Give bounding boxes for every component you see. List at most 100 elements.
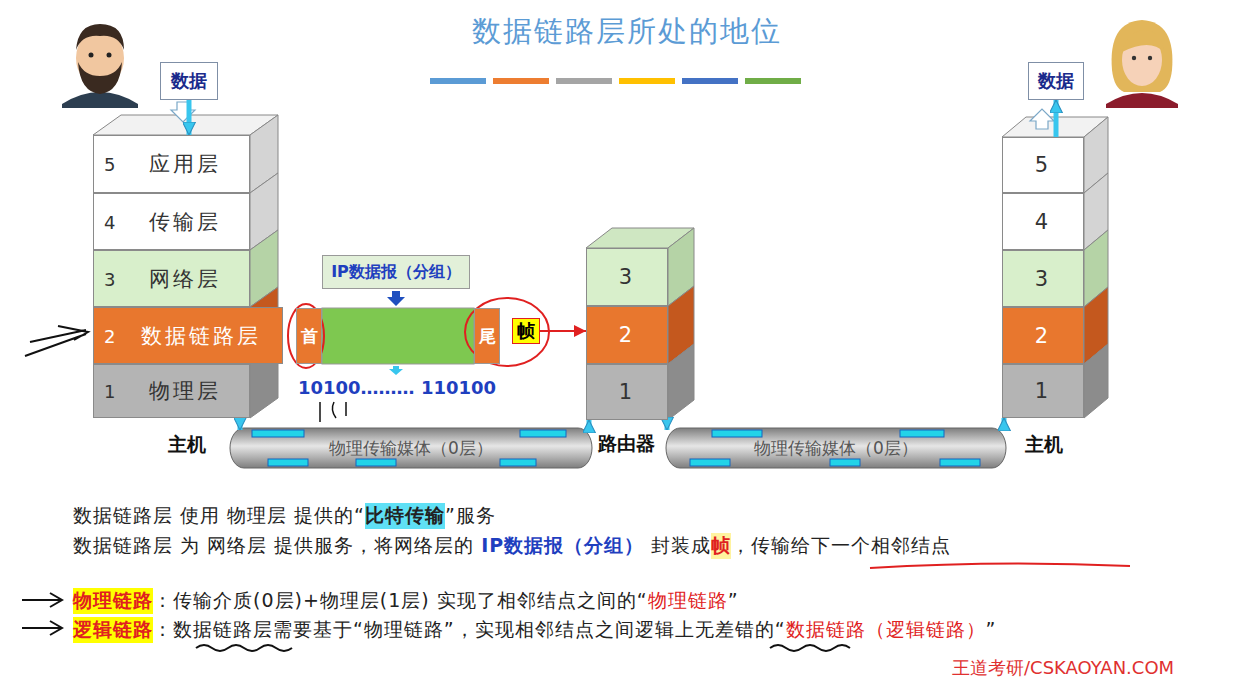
bit-signal-block bbox=[356, 459, 396, 466]
bit-signal-block bbox=[252, 430, 304, 437]
note-text: 比特传输 bbox=[365, 503, 445, 529]
note-text: 帧 bbox=[711, 533, 731, 559]
man-avatar bbox=[76, 24, 124, 50]
bit-string: 10100……… 110100 bbox=[298, 377, 496, 398]
host-stack-3d-faces bbox=[1002, 117, 1108, 418]
bit-signal-block bbox=[268, 459, 308, 466]
note-text: IP数据报（分组） bbox=[481, 533, 644, 559]
host-label: 主机 bbox=[168, 432, 206, 458]
flow-arrow bbox=[187, 100, 192, 135]
node-label: 2 bbox=[619, 323, 635, 347]
flow-arrow bbox=[1054, 100, 1059, 137]
flow-arrow bbox=[1002, 418, 1007, 430]
node-label: 帧 bbox=[517, 319, 535, 343]
note-line: 物理链路：传输介质(0层)+物理层(1层) 实现了相邻结点之间的“物理链路” bbox=[73, 588, 738, 614]
node-label: 应用层 bbox=[123, 150, 221, 178]
title-color-bar bbox=[430, 78, 486, 84]
note-text: ” bbox=[986, 618, 997, 640]
flow-arrow bbox=[238, 418, 243, 430]
node-label: 首 bbox=[301, 325, 318, 348]
node-label: 数据 bbox=[1038, 69, 1074, 93]
title-color-bar bbox=[430, 78, 801, 84]
bracket-mark bbox=[320, 402, 346, 422]
note-text: 物理链路 bbox=[648, 588, 728, 614]
man-avatar bbox=[62, 24, 138, 108]
node-label: 4 bbox=[1035, 210, 1051, 234]
data-box: 数据 bbox=[1028, 62, 1084, 100]
hand-annotation bbox=[196, 645, 292, 651]
man-avatar bbox=[78, 62, 122, 94]
datagram-box: IP数据报（分组） bbox=[322, 255, 470, 289]
transmission-medium: 物理传输媒体（0层） bbox=[666, 430, 1006, 466]
transmission-medium: 物理传输媒体（0层） bbox=[230, 430, 592, 466]
flow-arrow bbox=[587, 420, 592, 430]
woman-avatar bbox=[1106, 20, 1178, 108]
note-text: 数据链路（逻辑链路） bbox=[786, 617, 986, 643]
man-avatar bbox=[107, 53, 112, 58]
layer-number: 4 bbox=[104, 211, 115, 232]
hand-annotation bbox=[22, 326, 850, 651]
router-label: 路由器 bbox=[598, 431, 655, 457]
frame-header-trailer: 首 bbox=[296, 308, 322, 364]
woman-avatar bbox=[1148, 56, 1152, 60]
man-avatar bbox=[89, 53, 94, 58]
flow-arrow bbox=[665, 420, 670, 430]
title-color-bar bbox=[619, 78, 675, 84]
note-text: ：数据链路层需要基于“物理链路”，实现相邻结点之间逻辑上无差错的“ bbox=[153, 617, 786, 643]
woman-avatar bbox=[1106, 93, 1178, 108]
note-text: ”服务 bbox=[445, 503, 496, 529]
node-label: 尾 bbox=[479, 325, 496, 348]
note-text: 数据链路层 为 网络层 提供服务，将网络层的 bbox=[73, 533, 481, 559]
bit-signal-block bbox=[252, 430, 980, 466]
layer-box: 2数据链路层 bbox=[93, 307, 283, 364]
note-text: 逻辑链路 bbox=[73, 617, 153, 643]
hand-annotation bbox=[288, 298, 1130, 568]
node-label: 3 bbox=[619, 265, 635, 289]
title-color-bar bbox=[556, 78, 612, 84]
layer-box: 5应用层 bbox=[93, 135, 250, 193]
layer-box: 1物理层 bbox=[93, 364, 250, 418]
layer-box: 1 bbox=[1002, 364, 1084, 418]
hand-annotation bbox=[288, 304, 324, 368]
hand-annotation bbox=[22, 621, 62, 635]
node-label: 1 bbox=[619, 380, 635, 404]
bit-signal-block bbox=[900, 430, 944, 437]
note-text: 封装成 bbox=[644, 533, 711, 559]
note-text: 物理链路 bbox=[73, 588, 153, 614]
connector-group bbox=[189, 100, 1056, 430]
layer-box: 4 bbox=[1002, 193, 1084, 250]
note-line: 逻辑链路：数据链路层需要基于“物理链路”，实现相邻结点之间逻辑上无差错的“数据链… bbox=[73, 617, 996, 643]
bracket-mark bbox=[320, 402, 346, 422]
bit-signal-block bbox=[500, 459, 536, 466]
node-label: 网络层 bbox=[123, 265, 221, 293]
node-label: 2 bbox=[1035, 324, 1051, 348]
frame-header-trailer: 尾 bbox=[474, 308, 500, 364]
bit-signal-block bbox=[940, 459, 980, 466]
woman-avatar bbox=[1132, 56, 1136, 60]
node-label: 数据链路层 bbox=[115, 322, 261, 350]
frame-body bbox=[322, 308, 474, 364]
layer-number: 3 bbox=[104, 268, 115, 289]
node-label: 3 bbox=[1035, 267, 1051, 291]
bit-signal-block bbox=[830, 459, 860, 466]
host-label: 主机 bbox=[1025, 432, 1063, 458]
layer-box: 3 网络层 bbox=[93, 250, 250, 307]
bit-signal-block bbox=[690, 459, 730, 466]
title-color-bar bbox=[682, 78, 738, 84]
node-label: IP数据报（分组） bbox=[331, 262, 461, 283]
layer-box: 3 bbox=[586, 248, 668, 306]
transmission-tube bbox=[666, 428, 1006, 468]
page-title: 数据链路层所处的地位 bbox=[0, 12, 1254, 52]
encapsulation-arrow bbox=[389, 366, 403, 375]
layer-number: 2 bbox=[104, 325, 115, 346]
layer-number: 1 bbox=[104, 381, 115, 402]
note-line: 数据链路层 为 网络层 提供服务，将网络层的 IP数据报（分组） 封装成帧，传输… bbox=[73, 533, 951, 559]
woman-avatar bbox=[1122, 30, 1164, 52]
node-label: 5 bbox=[1035, 153, 1051, 177]
host-stack-3d-faces bbox=[1084, 344, 1108, 418]
encapsulation-arrow bbox=[387, 291, 405, 306]
node-label: 物理传输媒体（0层） bbox=[754, 437, 918, 460]
hand-annotation bbox=[465, 298, 549, 366]
watermark: 王道考研/CSKAOYAN.COM bbox=[952, 656, 1174, 680]
